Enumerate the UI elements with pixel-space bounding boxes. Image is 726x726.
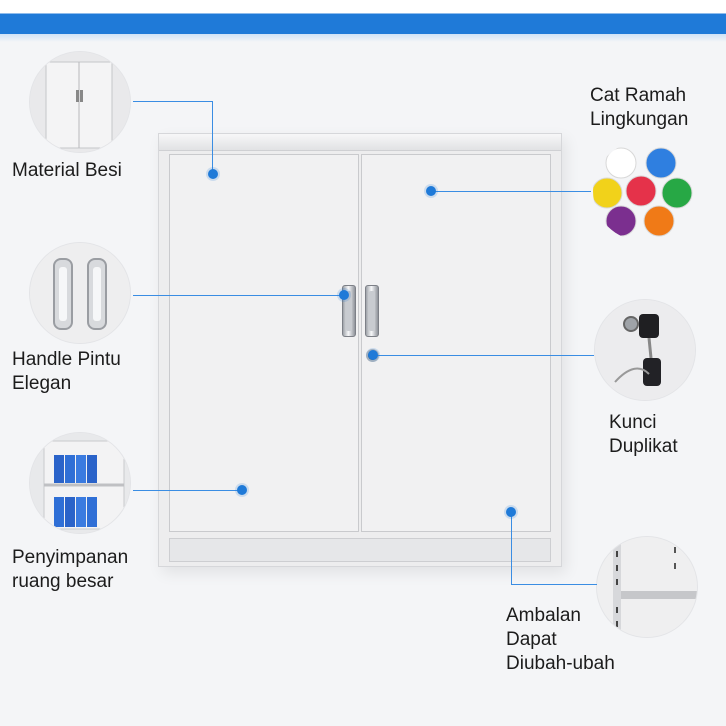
paint-swatch (605, 147, 637, 179)
cabinet-top (159, 134, 561, 151)
material-dot (208, 169, 218, 179)
key-dot (368, 350, 378, 360)
key-thumbnail (595, 300, 695, 400)
connector-storage (133, 490, 241, 491)
cabinet-right-door (361, 154, 551, 532)
connector-material-h (133, 101, 213, 102)
paint-swatch (643, 205, 675, 237)
top-banner-fade (0, 34, 726, 42)
paint-swatch (645, 147, 677, 179)
label-shelf-line1: Ambalan (506, 605, 581, 626)
connector-material-v (212, 101, 213, 173)
label-paint-line1: Cat Ramah (590, 85, 687, 106)
shelf-thumbnail (597, 537, 697, 637)
paint-swatch (625, 175, 657, 207)
storage-thumbnail (30, 433, 130, 533)
label-key-line1: Kunci (609, 412, 657, 433)
label-material: Material Besi (12, 160, 122, 181)
shelf-dot (506, 507, 516, 517)
steel-cabinet-image (158, 133, 562, 567)
cabinet-left-door (169, 154, 359, 532)
connector-shelf-v (511, 512, 512, 584)
label-storage-line1: Penyimpanan (12, 547, 129, 568)
top-banner-bar (0, 0, 726, 34)
paint-swatch (593, 177, 623, 209)
handle-dot (339, 290, 349, 300)
label-key-line2: Duplikat (609, 436, 678, 457)
paint-swatch (661, 177, 693, 209)
cabinet-base (169, 538, 551, 562)
label-shelf-line3: Diubah-ubah (506, 653, 615, 674)
paint-swatch (605, 205, 637, 237)
label-shelf-line2: Dapat (506, 629, 557, 650)
handle-thumbnail (30, 243, 130, 343)
paint-dot (426, 186, 436, 196)
label-handle-line1: Handle Pintu (12, 349, 121, 370)
paint-swatches (593, 147, 693, 237)
label-storage-line2: ruang besar (12, 571, 114, 592)
right-door-handle (365, 285, 379, 337)
storage-dot (237, 485, 247, 495)
connector-key (373, 355, 594, 356)
material-thumbnail (30, 52, 130, 152)
paint-thumbnail (593, 141, 693, 241)
connector-paint (431, 191, 591, 192)
connector-handle (133, 295, 344, 296)
label-paint-line2: Lingkungan (590, 109, 689, 130)
label-handle-line2: Elegan (12, 373, 72, 394)
connector-shelf-h (511, 584, 597, 585)
